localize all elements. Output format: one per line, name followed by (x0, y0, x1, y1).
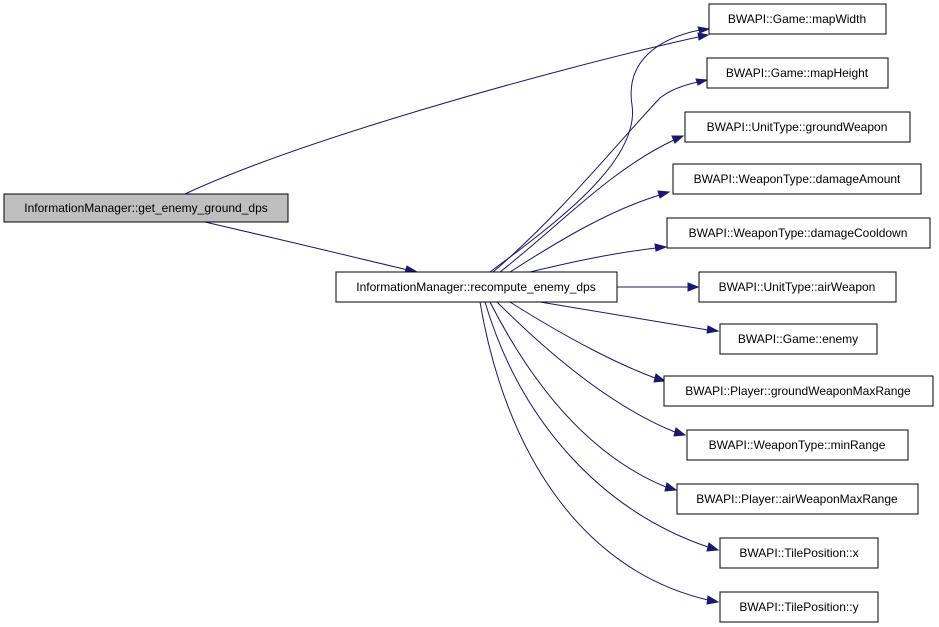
node-box (719, 537, 879, 569)
edge-arrowhead (671, 135, 685, 144)
node-label: BWAPI::Game::enemy (738, 332, 858, 346)
edge-recompute-to-ground-weapon (499, 139, 675, 273)
edge-recompute-to-tile-y (479, 301, 709, 601)
edge-arrowhead (673, 427, 687, 437)
edge-recompute-to-map-height (492, 81, 699, 273)
node-tile-position-y[interactable]: BWAPI::TilePosition::y (719, 591, 879, 623)
node-air-weapon[interactable]: BWAPI::UnitType::airWeapon (698, 271, 897, 303)
node-box (335, 271, 618, 303)
node-ground-weapon-max-range[interactable]: BWAPI::Player::groundWeaponMaxRange (663, 375, 934, 407)
edge-arrowhead (654, 243, 668, 252)
edge-recompute-to-damage-cooldown (529, 247, 657, 273)
edge-recompute-to-air-weapon-max-range (489, 301, 667, 488)
edge-arrowhead (687, 282, 700, 292)
node-map-height[interactable]: BWAPI::Game::mapHeight (706, 57, 889, 89)
node-box (698, 271, 897, 303)
node-damage-cooldown[interactable]: BWAPI::WeaponType::damageCooldown (666, 217, 931, 249)
edge-arrowhead (706, 595, 720, 605)
node-label: BWAPI::TilePosition::y (739, 600, 858, 614)
node-label: BWAPI::WeaponType::damageCooldown (689, 226, 908, 240)
node-label: InformationManager::recompute_enemy_dps (356, 280, 595, 294)
node-box (672, 163, 922, 195)
node-label: BWAPI::Game::mapHeight (726, 66, 869, 80)
node-damage-amount[interactable]: BWAPI::WeaponType::damageAmount (672, 163, 922, 195)
node-map-width[interactable]: BWAPI::Game::mapWidth (708, 3, 887, 35)
node-box (706, 57, 889, 89)
node-box (719, 323, 878, 355)
node-box (719, 591, 879, 623)
node-box (663, 375, 934, 407)
edge-arrowhead (664, 482, 678, 492)
edge-arrowhead (657, 190, 671, 199)
node-label: BWAPI::WeaponType::minRange (709, 438, 886, 452)
node-box (684, 111, 911, 143)
node-label: BWAPI::TilePosition::x (739, 546, 858, 560)
node-label: BWAPI::Game::mapWidth (728, 12, 866, 26)
edge-recompute-to-enemy (539, 301, 709, 331)
node-box (666, 217, 931, 249)
edge-arrowhead (697, 32, 710, 41)
edge-recompute-to-map-width (489, 29, 701, 273)
edge-arrowhead (706, 325, 720, 334)
edge-recompute-to-tile-x (484, 301, 709, 548)
node-box (3, 193, 289, 223)
node-ground-weapon[interactable]: BWAPI::UnitType::groundWeapon (684, 111, 911, 143)
node-label: BWAPI::Player::airWeaponMaxRange (696, 492, 898, 506)
node-air-weapon-max-range[interactable]: BWAPI::Player::airWeaponMaxRange (676, 483, 919, 515)
node-label: BWAPI::UnitType::airWeapon (719, 280, 876, 294)
edge-arrowhead (695, 78, 709, 86)
edge-root-to-map-width (184, 36, 699, 195)
node-box (708, 3, 887, 35)
nodes: InformationManager::get_enemy_ground_dps… (3, 3, 934, 623)
edge-arrowhead (697, 26, 711, 34)
node-recompute-enemy-dps[interactable]: InformationManager::recompute_enemy_dps (335, 271, 618, 303)
node-label: InformationManager::get_enemy_ground_dps (24, 201, 268, 215)
node-min-range[interactable]: BWAPI::WeaponType::minRange (686, 429, 909, 461)
node-box (676, 483, 919, 515)
edges (184, 26, 720, 605)
edge-root-to-recompute (204, 221, 409, 271)
node-label: BWAPI::WeaponType::damageAmount (694, 172, 901, 186)
edge-arrowhead (706, 542, 720, 552)
node-tile-position-x[interactable]: BWAPI::TilePosition::x (719, 537, 879, 569)
node-label: BWAPI::Player::groundWeaponMaxRange (685, 384, 911, 398)
node-get-enemy-ground-dps[interactable]: InformationManager::get_enemy_ground_dps (3, 193, 289, 223)
node-label: BWAPI::UnitType::groundWeapon (707, 120, 888, 134)
edge-arrowhead (653, 373, 667, 383)
edge-recompute-to-damage-amount (509, 194, 661, 273)
edge-recompute-to-ground-weapon-max-range (509, 301, 656, 379)
edge-recompute-to-min-range (496, 301, 676, 433)
node-box (686, 429, 909, 461)
node-enemy[interactable]: BWAPI::Game::enemy (719, 323, 878, 355)
